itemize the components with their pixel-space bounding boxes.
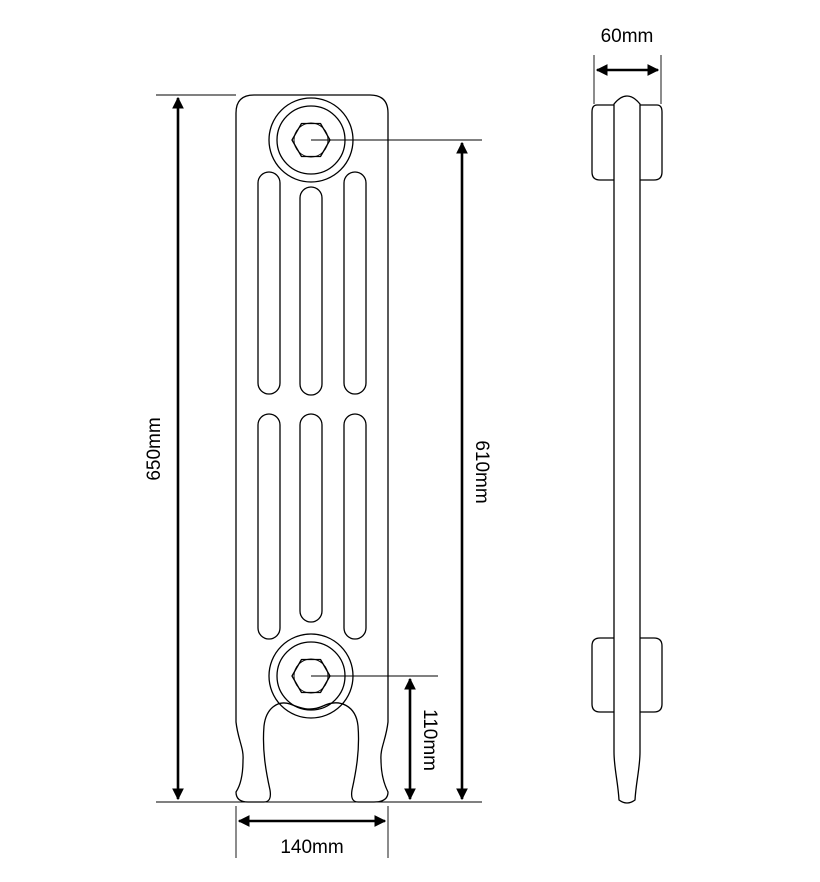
label-height-inlet: 110mm [419, 709, 440, 771]
label-depth: 60mm [601, 26, 654, 47]
dimension-lines [156, 94, 482, 858]
front-view [235, 94, 389, 803]
side-bottom-hub [591, 637, 663, 713]
side-column-outline [613, 95, 641, 804]
label-height-total: 650mm [144, 417, 165, 480]
radiator-body-outline [235, 94, 389, 803]
column-slots [257, 171, 367, 640]
side-top-hub [591, 104, 663, 181]
label-width: 140mm [280, 837, 343, 858]
label-height-centres: 610mm [471, 440, 492, 503]
side-view [591, 55, 663, 804]
